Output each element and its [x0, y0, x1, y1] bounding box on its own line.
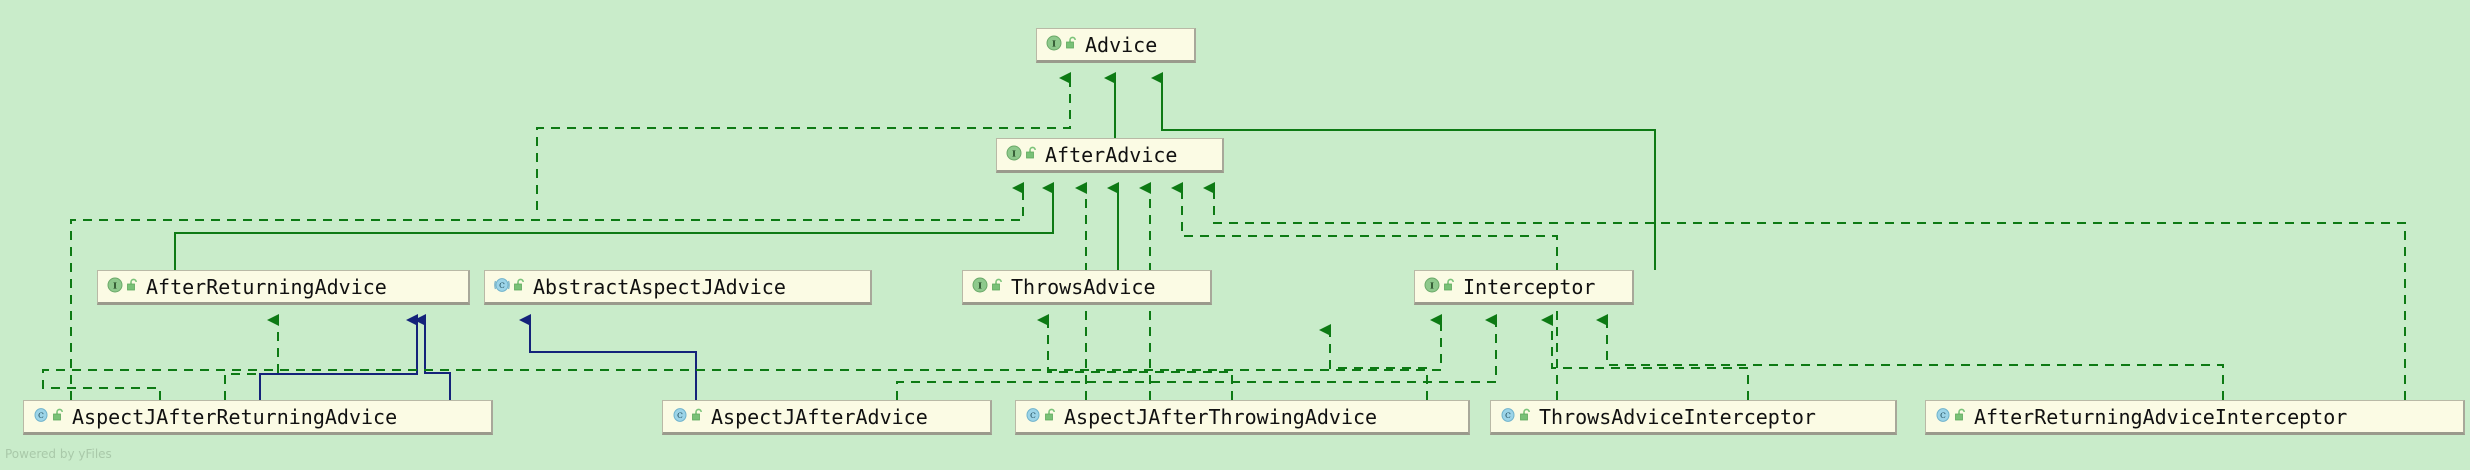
node-icons: I	[107, 277, 139, 297]
unlock-icon	[691, 407, 704, 426]
interface-icon: I	[972, 277, 988, 297]
node-icons: C	[672, 407, 704, 427]
class-icon: C	[33, 407, 49, 427]
class-node-aspectJAfterThrowingAdvice[interactable]: C AspectJAfterThrowingAdvice	[1015, 400, 1470, 435]
unlock-icon	[1443, 277, 1456, 296]
edge-interceptor-advice	[1151, 72, 1656, 270]
svg-text:I: I	[978, 280, 982, 290]
edge-afterreturningadvice-afteradvice	[174, 182, 1054, 270]
class-node-afterReturningAdviceInterceptor[interactable]: C AfterReturningAdviceInterceptor	[1925, 400, 2465, 435]
class-node-label: AspectJAfterThrowingAdvice	[1064, 404, 1378, 429]
class-node-label: AspectJAfterReturningAdvice	[72, 404, 398, 429]
edge-throwsadviceinterceptor-throwsadvice	[1319, 324, 1428, 400]
unlock-icon	[991, 277, 1004, 296]
class-node-label: AfterReturningAdviceInterceptor	[1974, 404, 2348, 429]
node-icons: I	[1046, 35, 1078, 55]
class-node-label: AfterReturningAdvice	[146, 274, 387, 299]
svg-text:C: C	[38, 411, 44, 420]
unlock-icon	[52, 407, 65, 426]
class-node-label: ThrowsAdviceInterceptor	[1539, 404, 1816, 429]
class-icon: C	[1500, 407, 1516, 427]
interface-icon: I	[1006, 145, 1022, 165]
class-node-label: AspectJAfterAdvice	[711, 404, 928, 429]
edge-afterreturningadviceinterceptor-interceptor	[1596, 314, 2224, 400]
edge-aspectjafterreturningadvice-abstractaspectjadvice	[259, 314, 418, 400]
svg-text:I: I	[113, 280, 117, 290]
class-node-afterReturningAdvice[interactable]: I AfterReturningAdvice	[97, 270, 470, 305]
unlock-icon	[1025, 145, 1038, 164]
svg-text:C: C	[1505, 411, 1511, 420]
interface-icon: I	[1424, 277, 1440, 297]
unlock-icon	[126, 277, 139, 296]
class-node-abstractAspectJAdvice[interactable]: C AbstractAspectJAdvice	[484, 270, 872, 305]
class-node-throwsAdvice[interactable]: I ThrowsAdvice	[962, 270, 1212, 305]
node-icons: C	[494, 277, 526, 297]
class-node-label: Advice	[1085, 32, 1158, 57]
class-node-advice[interactable]: I Advice	[1036, 28, 1196, 63]
interface-icon: I	[1046, 35, 1062, 55]
class-node-aspectJAfterAdvice[interactable]: C AspectJAfterAdvice	[662, 400, 992, 435]
unlock-icon	[1044, 407, 1057, 426]
node-icons: C	[1025, 407, 1057, 427]
unlock-icon	[1519, 407, 1532, 426]
svg-text:C: C	[499, 281, 505, 290]
svg-text:C: C	[1940, 411, 1946, 420]
node-icons: C	[1935, 407, 1967, 427]
edge-aspectjafteradvice-interceptor	[896, 314, 1497, 400]
node-icons: I	[1006, 145, 1038, 165]
class-icon: C	[1935, 407, 1951, 427]
edge-aspectjafteradvice-abstractaspectjadvice	[414, 314, 451, 400]
svg-text:I: I	[1430, 280, 1434, 290]
unlock-icon	[1954, 407, 1967, 426]
class-node-label: AbstractAspectJAdvice	[533, 274, 786, 299]
edge-throwsadviceinterceptor-interceptor	[1541, 314, 1749, 400]
class-node-afterAdvice[interactable]: I AfterAdvice	[996, 138, 1224, 173]
interface-icon: I	[107, 277, 123, 297]
node-icons: C	[1500, 407, 1532, 427]
abstract-class-icon: C	[494, 277, 510, 297]
svg-text:C: C	[1030, 411, 1036, 420]
edge-aspectjafterthrowingadvice-abstractaspectjadvice	[519, 314, 697, 400]
class-icon: C	[672, 407, 688, 427]
unlock-icon	[1065, 35, 1078, 54]
svg-text:I: I	[1052, 38, 1056, 48]
svg-text:I: I	[1012, 148, 1016, 158]
svg-text:C: C	[677, 411, 683, 420]
edge-aspectjafterreturningadvice-interceptor	[42, 314, 1442, 400]
edge-afterreturningadviceinterceptor-afteradvice	[1203, 182, 2406, 400]
node-icons: I	[972, 277, 1004, 297]
edge-afterreturningadvice-advice	[536, 72, 1071, 210]
node-icons: I	[1424, 277, 1456, 297]
class-node-label: Interceptor	[1463, 274, 1596, 299]
class-node-label: ThrowsAdvice	[1011, 274, 1156, 299]
yfiles-watermark: Powered by yFiles	[5, 447, 112, 461]
class-node-throwsAdviceInterceptor[interactable]: C ThrowsAdviceInterceptor	[1490, 400, 1897, 435]
edge-aspectjafterreturningadvice-afterreturningadvice	[224, 314, 279, 400]
edge-aspectjafterthrowingadvice-throwsadvice	[1037, 314, 1233, 400]
class-node-aspectJAfterReturningAdvice[interactable]: C AspectJAfterReturningAdvice	[23, 400, 493, 435]
node-icons: C	[33, 407, 65, 427]
class-node-label: AfterAdvice	[1045, 142, 1178, 167]
class-icon: C	[1025, 407, 1041, 427]
class-node-interceptor[interactable]: I Interceptor	[1414, 270, 1634, 305]
unlock-icon	[513, 277, 526, 296]
